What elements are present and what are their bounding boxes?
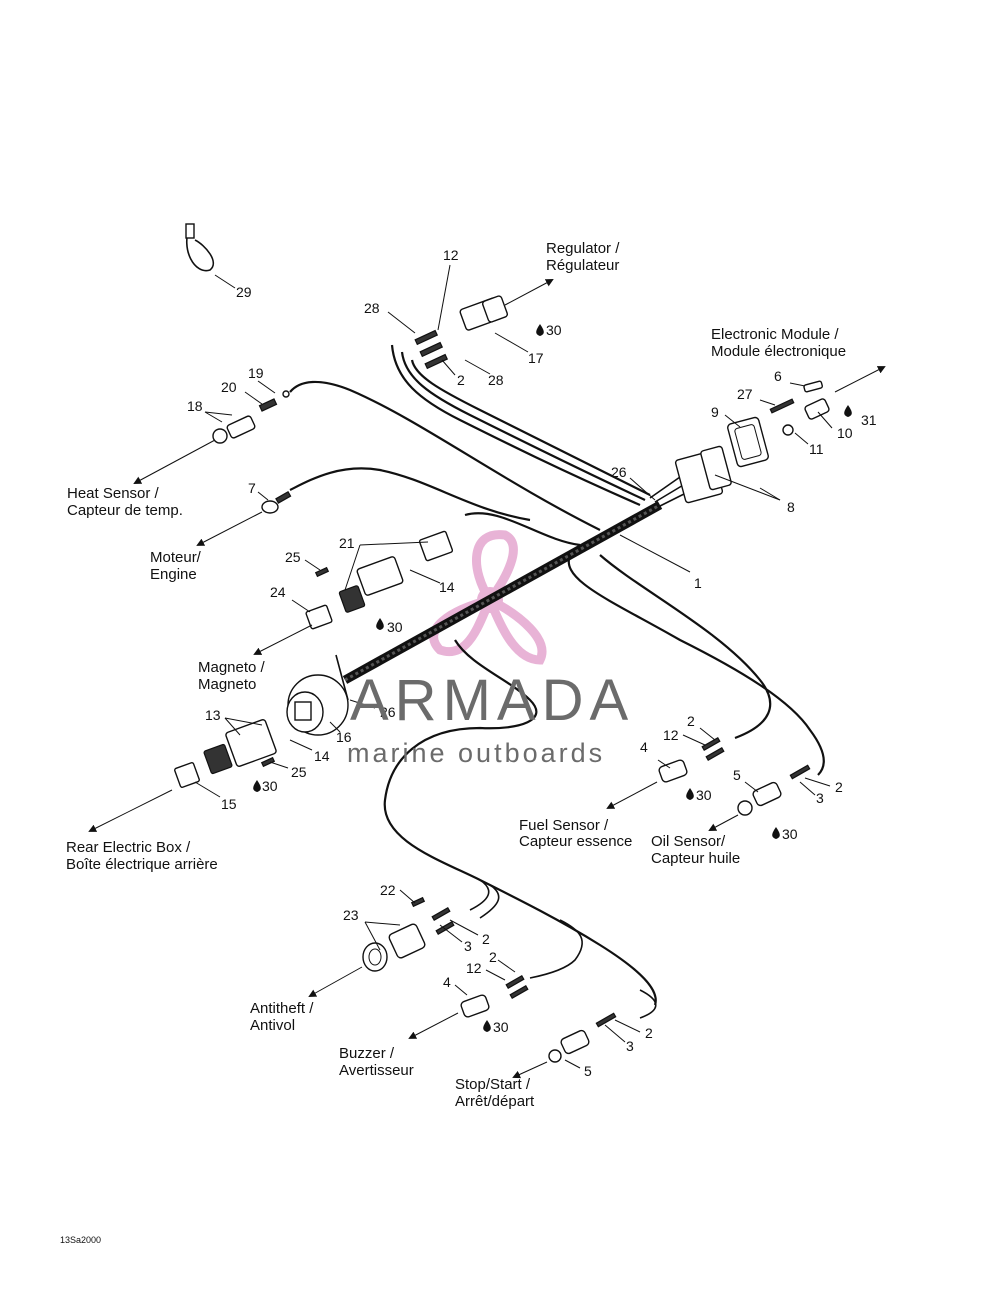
callout-5: 5 — [584, 1063, 592, 1079]
callout-20: 20 — [221, 379, 237, 395]
heat-sensor-label-fr: Capteur de temp. — [67, 502, 183, 519]
watermark-tagline: marine outboards — [347, 738, 605, 768]
callout-25: 25 — [291, 764, 307, 780]
callout-19: 19 — [248, 365, 264, 381]
destination-labels: Regulator / Régulateur Electronic Module… — [66, 240, 846, 1110]
callout-21: 21 — [339, 535, 355, 551]
rear-connector — [174, 719, 277, 788]
callout-2: 2 — [489, 949, 497, 965]
callout-30: 30 — [696, 787, 712, 803]
callout-18: 18 — [187, 398, 203, 414]
electronic-module-label-fr: Module électronique — [711, 343, 846, 360]
main-harness — [289, 344, 825, 1019]
callout-2: 2 — [645, 1025, 653, 1041]
regulator-connector-17 — [459, 295, 509, 331]
callout-4: 4 — [443, 974, 451, 990]
stop-start-label-fr: Arrêt/départ — [455, 1093, 535, 1110]
callout-26: 26 — [611, 464, 627, 480]
callout-13: 13 — [205, 707, 221, 723]
callout-30: 30 — [262, 778, 278, 794]
callout-12: 12 — [443, 247, 459, 263]
direction-arrows — [88, 279, 886, 1079]
callout-1: 1 — [694, 575, 702, 591]
callout-16: 16 — [336, 729, 352, 745]
rear-electric-box-label: Rear Electric Box / — [66, 839, 191, 856]
callout-17: 17 — [528, 350, 544, 366]
drawing-code: 13Sa2000 — [60, 1235, 101, 1245]
callout-15: 15 — [221, 796, 237, 812]
callout-3: 3 — [816, 790, 824, 806]
callout-8: 8 — [787, 499, 795, 515]
callout-23: 23 — [343, 907, 359, 923]
antitheft-connector — [362, 896, 455, 972]
callout-27: 27 — [737, 386, 753, 402]
callout-2: 2 — [457, 372, 465, 388]
watermark-brand: ARMADA — [350, 668, 634, 733]
callout-2: 2 — [835, 779, 843, 795]
callout-12: 12 — [663, 727, 679, 743]
callout-12: 12 — [466, 960, 482, 976]
magneto-cover — [286, 654, 349, 736]
callout-14: 14 — [314, 748, 330, 764]
callout-5: 5 — [733, 767, 741, 783]
callout-9: 9 — [711, 404, 719, 420]
leader-lines — [194, 264, 833, 1069]
callout-numbers: 29 12 28 30 17 2 28 19 20 18 7 26 1 9 8 … — [187, 247, 877, 1079]
fuel-sensor-connector — [658, 736, 725, 783]
callout-31: 31 — [861, 412, 877, 428]
antitheft-label-fr: Antivol — [250, 1017, 295, 1034]
callout-11: 11 — [809, 441, 824, 457]
oil-sensor-label-fr: Capteur huile — [651, 850, 740, 867]
fuel-sensor-label: Fuel Sensor / — [519, 817, 609, 834]
callout-6: 6 — [774, 368, 782, 384]
callout-30: 30 — [546, 322, 562, 338]
callout-22: 22 — [380, 882, 396, 898]
callout-28: 28 — [488, 372, 504, 388]
buzzer-label: Buzzer / — [339, 1045, 395, 1062]
callout-2: 2 — [482, 931, 490, 947]
heat-sensor-connector — [212, 390, 290, 444]
sealant-drop-icons — [253, 324, 852, 1032]
callout-26: 26 — [380, 704, 396, 720]
magneto-label: Magneto / — [198, 659, 266, 676]
callout-2: 2 — [687, 713, 695, 729]
callout-7: 7 — [248, 480, 256, 496]
engine-ring-terminal — [261, 490, 292, 514]
stop-start-label: Stop/Start / — [455, 1076, 531, 1093]
middle-connector — [305, 530, 454, 630]
callout-30: 30 — [493, 1019, 509, 1035]
callout-24: 24 — [270, 584, 286, 600]
callout-30: 30 — [387, 619, 403, 635]
fuel-sensor-label-fr: Capteur essence — [519, 833, 632, 850]
callout-29: 29 — [236, 284, 252, 300]
magneto-label-fr: Magneto — [198, 676, 256, 693]
buzzer-label-fr: Avertisseur — [339, 1062, 414, 1079]
stop-start-connector — [548, 1012, 617, 1063]
callout-10: 10 — [837, 425, 853, 441]
regulator-label-fr: Régulateur — [546, 257, 619, 274]
regulator-terminals — [414, 329, 449, 370]
regulator-label: Regulator / — [546, 240, 620, 257]
electronic-module-label: Electronic Module / — [711, 326, 839, 343]
callout-3: 3 — [626, 1038, 634, 1054]
oil-sensor-connector — [737, 764, 811, 816]
rear-electric-box-label-fr: Boîte électrique arrière — [66, 856, 218, 873]
callout-14: 14 — [439, 579, 455, 595]
callout-30: 30 — [782, 826, 798, 842]
callout-25: 25 — [285, 549, 301, 565]
callout-28: 28 — [364, 300, 380, 316]
callout-4: 4 — [640, 739, 648, 755]
oil-sensor-label: Oil Sensor/ — [651, 833, 726, 850]
heat-sensor-label: Heat Sensor / — [67, 485, 160, 502]
engine-label-fr: Moteur/ — [150, 549, 202, 566]
callout-3: 3 — [464, 938, 472, 954]
buzzer-connector — [460, 974, 529, 1018]
engine-label: Engine — [150, 566, 197, 583]
antitheft-label: Antitheft / — [250, 1000, 314, 1017]
cable-tie-29 — [185, 223, 215, 272]
module-terminals — [769, 380, 830, 436]
